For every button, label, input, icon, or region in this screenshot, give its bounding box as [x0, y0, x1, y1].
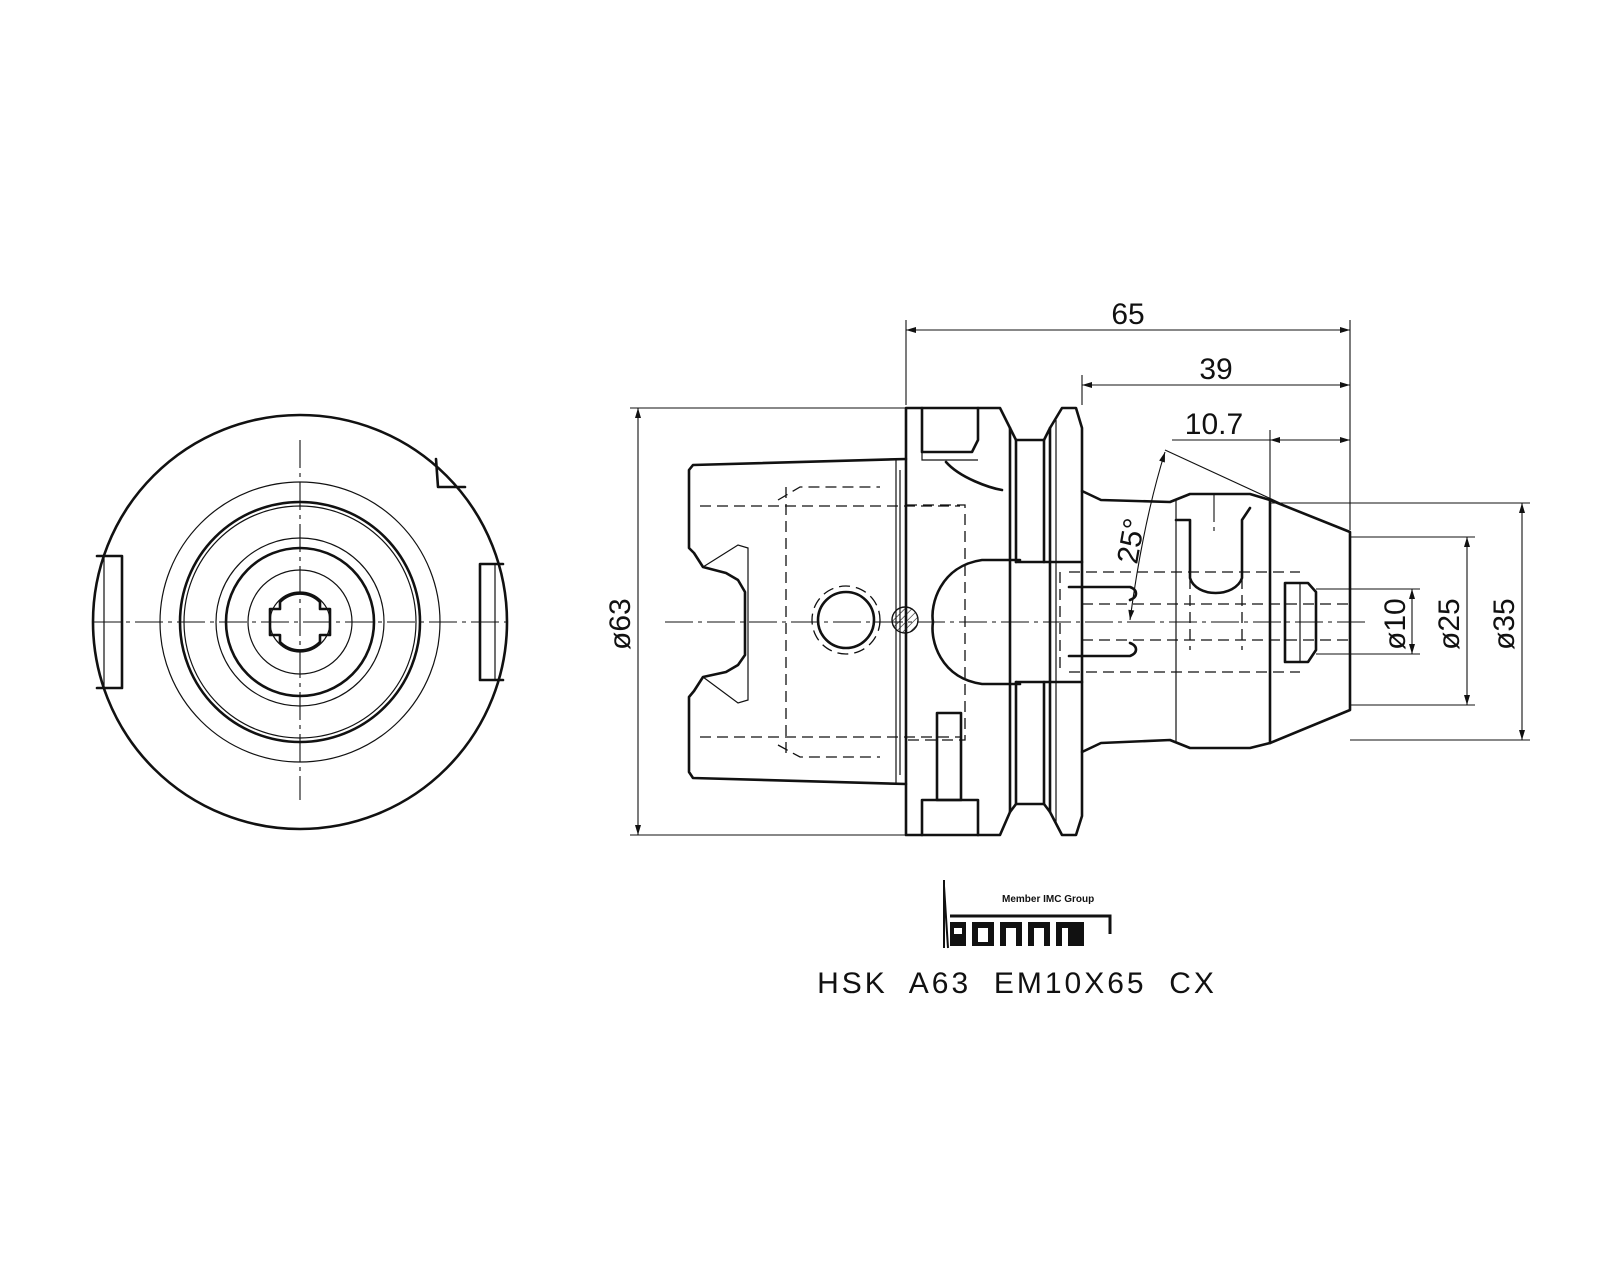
logo-cutout-5 — [1062, 928, 1068, 946]
tool-bore-hidden — [1059, 571, 1300, 673]
tool-bore-top — [1067, 585, 1138, 602]
dim-label-25: ø25 — [1433, 598, 1466, 650]
hsk-slot-inner — [702, 544, 749, 704]
nose-body — [1080, 489, 1352, 754]
angle-ref-line — [1164, 449, 1281, 504]
product-code: HSK A63 EM10X65 CX — [817, 967, 1217, 1000]
logo-tagline: Member IMC Group — [1002, 894, 1094, 905]
dim-label-63: ø63 — [604, 598, 637, 650]
flange-slot-bottom — [935, 711, 963, 802]
drive-slot-left — [95, 554, 124, 690]
dim-label-65: 65 — [1111, 298, 1144, 331]
dim-label-39: 39 — [1199, 353, 1232, 386]
iscar-logo: Member IMC Group — [943, 880, 1112, 949]
angle-arc-25 — [1128, 451, 1166, 621]
logo-cutout-3 — [1006, 928, 1016, 946]
dim-label-10: ø10 — [1379, 598, 1412, 650]
set-screw-pocket — [1174, 506, 1252, 595]
flange-key-top — [920, 406, 980, 454]
flange-key-top-edge — [921, 452, 978, 461]
logo-cutout-2 — [978, 928, 988, 942]
logo-cutout-1 — [954, 928, 962, 934]
logo-letter-end — [1056, 922, 1084, 946]
tool-bore-hidden-inner — [1082, 603, 1350, 641]
set-screw-hidden — [1189, 578, 1243, 650]
front-ring — [1048, 406, 1084, 837]
dimensions: 65 39 10.7 25° ø63 ø10 ø25 ø35 — [604, 298, 1530, 836]
groove-right-wall — [1042, 426, 1052, 814]
flange-key-bottom — [920, 798, 980, 837]
hsk-taper-outline — [687, 457, 908, 786]
logo-i-stroke — [943, 880, 949, 949]
cross-hole-hidden — [811, 585, 881, 655]
washer — [1283, 581, 1318, 664]
keyed-bore-outline — [268, 592, 332, 652]
flange-chamfer-curve — [944, 460, 1004, 492]
logo-cutout-4 — [1034, 928, 1044, 946]
dim-label-35: ø35 — [1488, 598, 1521, 650]
cross-hole — [816, 590, 876, 650]
tool-bore-bottom — [1067, 641, 1138, 658]
orientation-notch — [434, 457, 467, 489]
taper-hidden-bore — [700, 486, 960, 758]
dim-label-angle: 25° — [1111, 516, 1151, 566]
side-view — [665, 406, 1370, 837]
front-view — [91, 413, 509, 831]
logo-swoosh — [950, 914, 1112, 934]
dim-label-10.7: 10.7 — [1185, 408, 1243, 441]
